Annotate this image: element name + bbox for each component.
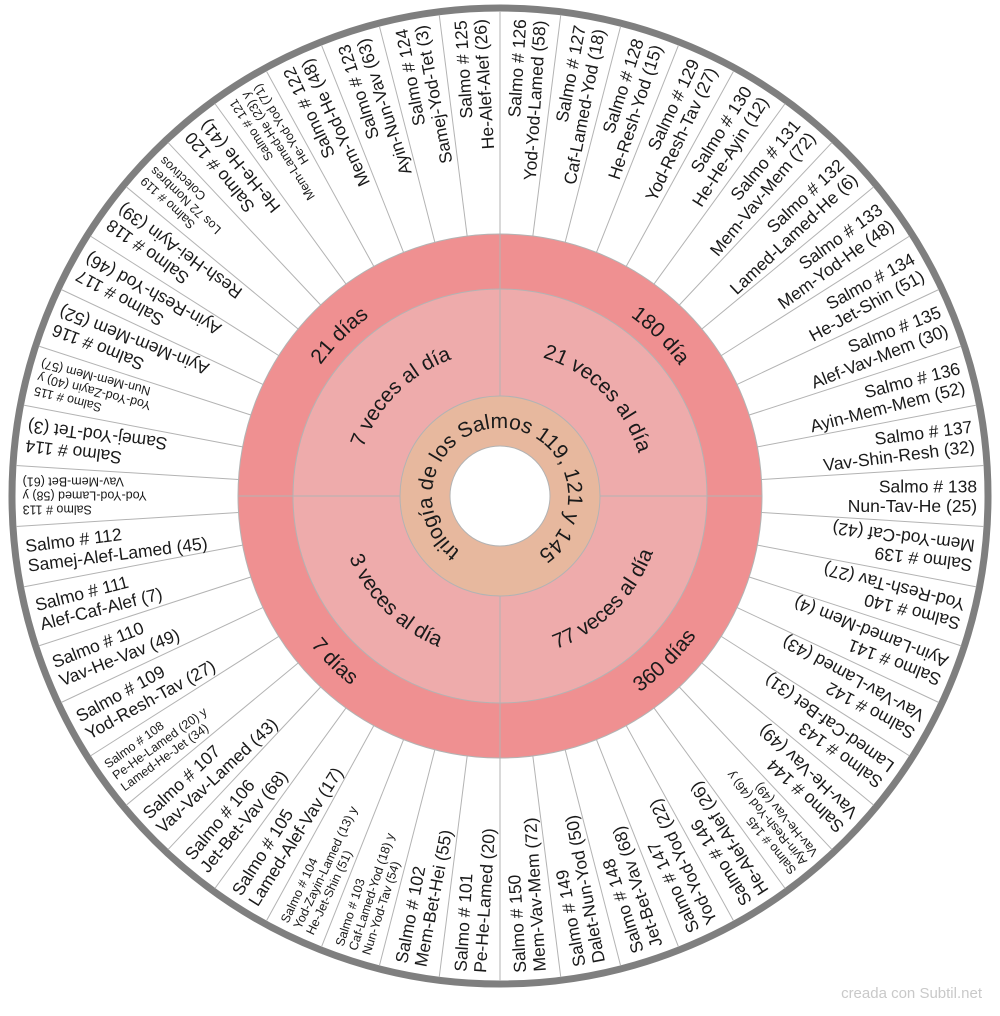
segment-divider [701, 186, 875, 330]
segment-dividers [15, 11, 985, 981]
segment-divider [38, 576, 251, 647]
segment-divider [564, 26, 622, 243]
segment-divider [15, 511, 239, 527]
svg-text:Salmo # 113Yod-Yod-Lamed (58): Salmo # 113Yod-Yod-Lamed (58) yVav-Mem-B… [22, 475, 147, 517]
psalm-number: Salmo # 113 [23, 503, 92, 517]
segment-divider [678, 686, 833, 850]
segment-divider [720, 235, 910, 357]
segment-divider [595, 44, 680, 253]
segment-divider [749, 576, 962, 647]
psalm-name: Vav-Mem-Bet (61) [23, 475, 124, 489]
segment-divider [265, 725, 375, 922]
segment-divider [125, 186, 299, 330]
psalm-number: Salmo # 138 [879, 476, 977, 496]
segment-divider [265, 70, 375, 267]
segment-divider [736, 289, 940, 385]
segment-divider [23, 404, 243, 448]
segment-divider [653, 707, 786, 889]
segment-divider [15, 465, 239, 481]
psalm-name: Nun-Tav-He (25) [848, 496, 977, 516]
segment-divider [90, 635, 280, 757]
segment-divider [757, 544, 977, 588]
segment-divider [320, 739, 405, 948]
segment-divider [167, 686, 322, 850]
segment-divider [701, 662, 875, 806]
svg-text:Salmo # 114Samej-Yod-Tet (3): Salmo # 114Samej-Yod-Tet (3) [24, 416, 169, 473]
psalm-label: Salmo # 113Yod-Yod-Lamed (58) yVav-Mem-B… [22, 475, 147, 517]
segment-divider [532, 755, 562, 978]
psalm-label: Salmo # 126Yod-Yod-Lamed (58) [500, 19, 550, 181]
segment-divider [625, 70, 735, 267]
segment-divider [90, 235, 280, 357]
segment-divider [761, 511, 985, 527]
segment-divider [653, 103, 786, 285]
center-hole [449, 445, 551, 547]
segment-divider [320, 44, 405, 253]
segment-divider [378, 26, 436, 243]
segment-divider [438, 14, 468, 237]
segment-divider [60, 289, 264, 385]
segment-divider [167, 142, 322, 306]
segment-divider [757, 404, 977, 448]
segment-divider [736, 607, 940, 703]
svg-text:Salmo # 126Yod-Yod-Lamed (58): Salmo # 126Yod-Yod-Lamed (58) [500, 19, 550, 181]
segment-divider [720, 635, 910, 757]
segment-divider [214, 707, 347, 889]
quadrant-dividers [238, 234, 762, 758]
psalm-label: Salmo # 114Samej-Yod-Tet (3) [24, 416, 169, 473]
segment-divider [60, 607, 264, 703]
segment-divider [438, 755, 468, 978]
segment-divider [595, 739, 680, 948]
credit-text: creada con Subtil.net [841, 985, 982, 1002]
segment-divider [38, 345, 251, 416]
segment-divider [125, 662, 299, 806]
psalm-name: Yod-Yod-Lamed (58) y [22, 489, 147, 503]
segment-divider [214, 103, 347, 285]
segment-divider [678, 142, 833, 306]
segment-divider [749, 345, 962, 416]
segment-divider [625, 725, 735, 922]
segment-divider [761, 465, 985, 481]
segment-divider [564, 749, 622, 966]
segment-divider [23, 544, 243, 588]
segment-divider [532, 14, 562, 237]
segment-divider [378, 749, 436, 966]
